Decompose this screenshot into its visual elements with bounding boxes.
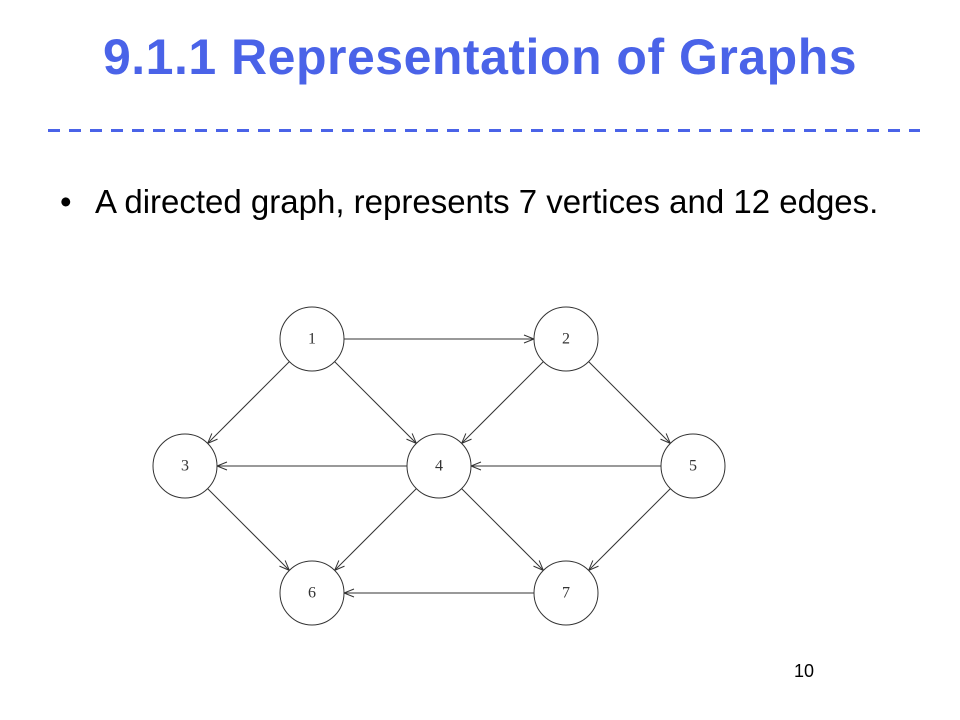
node-label: 2 xyxy=(562,331,570,348)
edge-3-6 xyxy=(207,488,291,572)
bullet-dot: • xyxy=(60,183,72,220)
edge-line xyxy=(461,488,544,571)
node-6: 6 xyxy=(279,560,345,626)
edge-4-6 xyxy=(333,488,417,572)
node-1: 1 xyxy=(279,306,345,372)
edge-line xyxy=(207,361,290,444)
node-7: 7 xyxy=(533,560,599,626)
node-label: 7 xyxy=(562,585,570,602)
node-5: 5 xyxy=(660,433,726,499)
node-3: 3 xyxy=(152,433,218,499)
edge-1-3 xyxy=(206,361,290,445)
edge-line xyxy=(588,361,671,444)
node-circle xyxy=(533,306,599,372)
edge-1-2 xyxy=(344,334,536,344)
edge-2-4 xyxy=(460,361,544,445)
node-circle xyxy=(152,433,218,499)
edge-line xyxy=(461,361,544,444)
node-circle xyxy=(533,560,599,626)
node-circle xyxy=(279,560,345,626)
node-label: 4 xyxy=(435,458,443,475)
edge-line xyxy=(334,361,417,444)
edge-5-4 xyxy=(469,461,661,471)
node-label: 5 xyxy=(689,458,697,475)
node-circle xyxy=(406,433,472,499)
edge-5-7 xyxy=(587,488,671,572)
edge-line xyxy=(334,488,417,571)
node-label: 1 xyxy=(308,331,316,348)
bullet-item: • A directed graph, represents 7 vertice… xyxy=(60,178,920,226)
node-2: 2 xyxy=(533,306,599,372)
slide-title: 9.1.1 Representation of Graphs xyxy=(102,29,858,85)
nodes-layer: 1 2 3 4 5 6 7 xyxy=(152,306,726,626)
edge-4-7 xyxy=(461,488,545,572)
edge-2-5 xyxy=(588,361,672,445)
edge-line xyxy=(207,488,290,571)
node-circle xyxy=(660,433,726,499)
edge-7-6 xyxy=(342,588,534,598)
node-4: 4 xyxy=(406,433,472,499)
node-circle xyxy=(279,306,345,372)
bullet-text: A directed graph, represents 7 vertices … xyxy=(95,183,879,220)
page-number: 10 xyxy=(793,661,815,681)
node-label: 6 xyxy=(308,585,316,602)
edge-line xyxy=(588,488,671,571)
edge-1-4 xyxy=(334,361,418,445)
edge-4-3 xyxy=(215,461,407,471)
node-label: 3 xyxy=(181,458,189,475)
